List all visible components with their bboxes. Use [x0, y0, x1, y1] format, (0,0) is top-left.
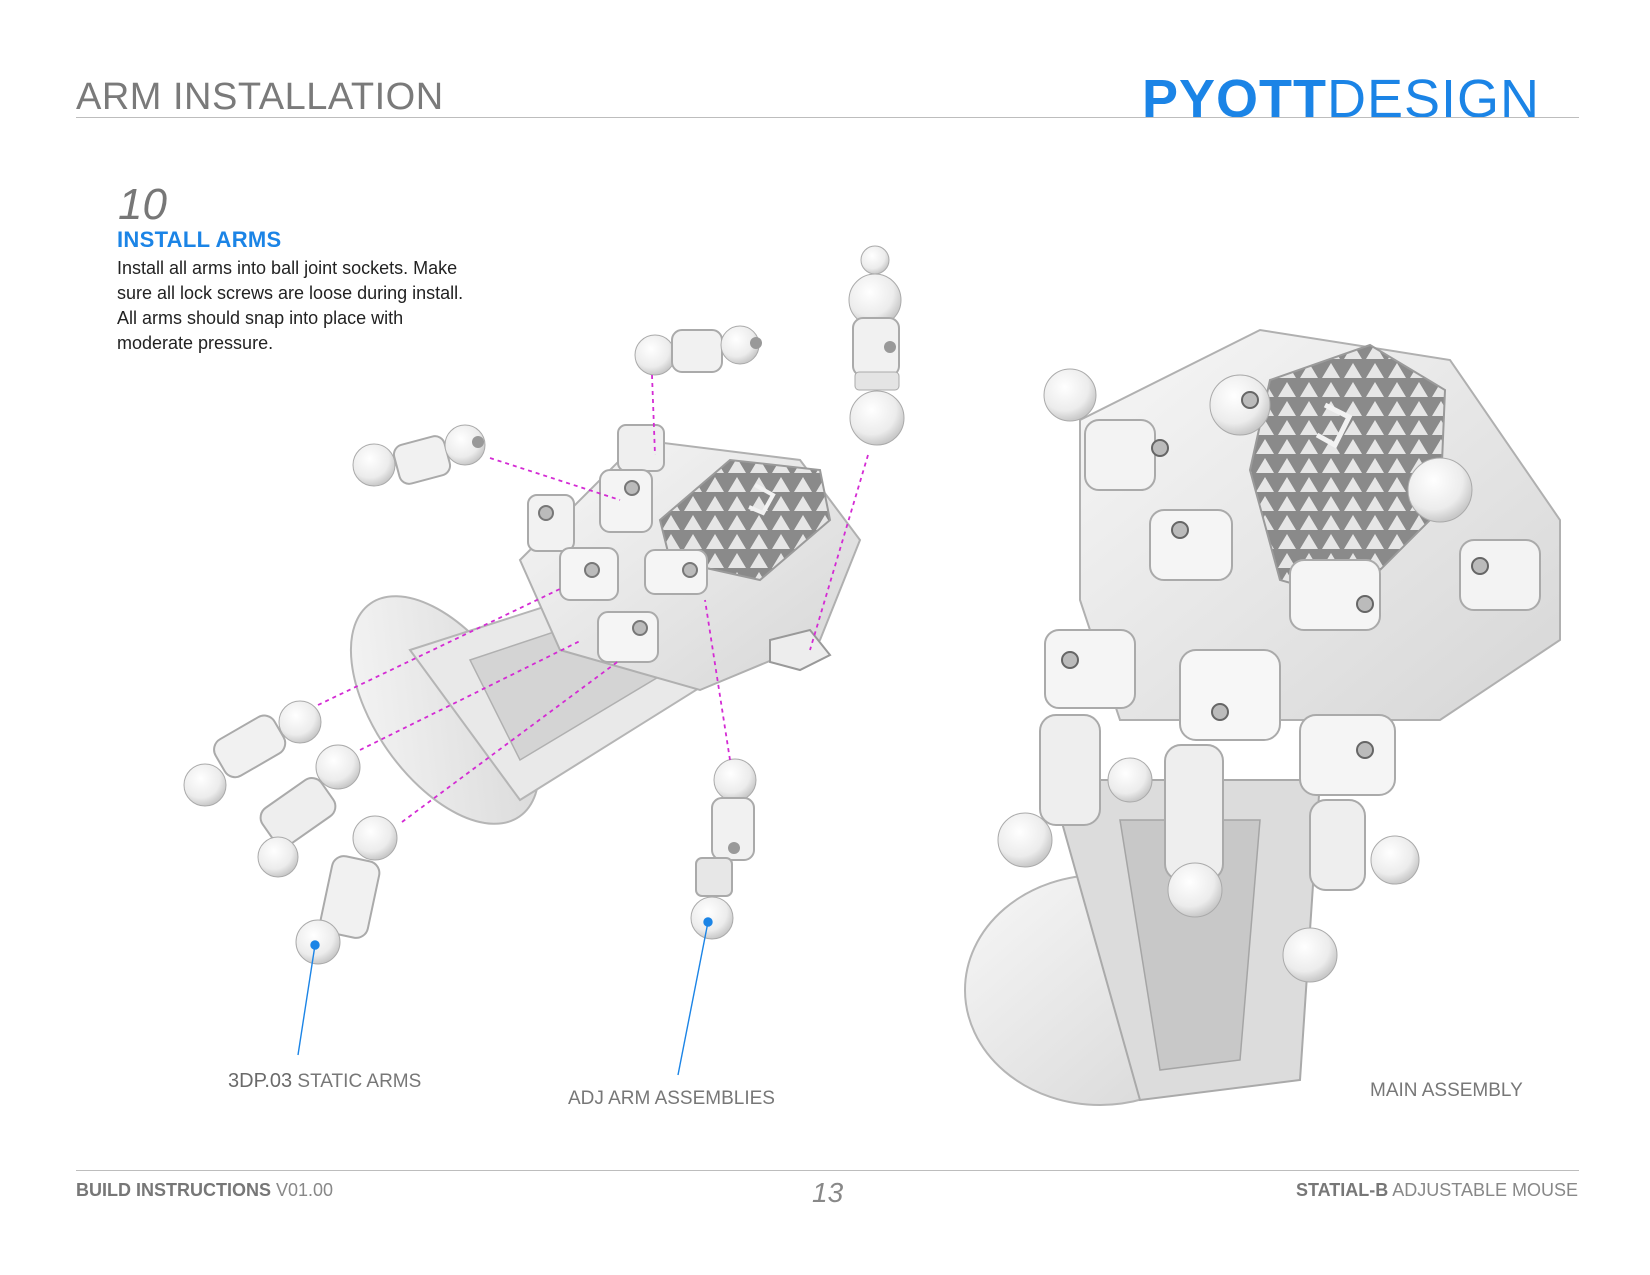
callout-static-arms-code: 3DP.03: [228, 1070, 293, 1092]
footer-document-title: BUILD INSTRUCTIONS V01.00: [76, 1180, 333, 1201]
callout-leader-lines: [297, 917, 713, 1076]
step-number: 10: [118, 180, 167, 229]
step-title: INSTALL ARMS: [117, 227, 282, 252]
footer-doc-name: BUILD INSTRUCTIONS: [76, 1180, 271, 1200]
footer-product-desc: ADJUSTABLE MOUSE: [1392, 1180, 1578, 1200]
callout-main-assembly: MAIN ASSEMBLY: [1370, 1080, 1523, 1101]
callout-adj-arm-assemblies: ADJ ARM ASSEMBLIES: [568, 1088, 775, 1109]
callout-static-arms: 3DP.03 STATIC ARMS: [228, 1070, 421, 1093]
footer-divider: [76, 1170, 1579, 1171]
brand-logo-bold: PYOTT: [1141, 69, 1327, 129]
step-description: Install all arms into ball joint sockets…: [117, 258, 464, 353]
brand-logo-light: DESIGN: [1326, 69, 1540, 129]
footer-doc-version: V01.00: [276, 1180, 334, 1200]
exploded-main-body: [349, 424, 862, 825]
footer-product-code: STATIAL-B: [1295, 1180, 1389, 1200]
page-title: ARM INSTALLATION: [76, 76, 444, 118]
page-number: 13: [812, 1177, 844, 1208]
exploded-arm-pieces: [183, 245, 905, 965]
main-assembly-render: [964, 328, 1561, 1106]
header-divider: [76, 117, 1579, 118]
assembly-guide-lines: [317, 374, 869, 823]
footer-product-name: STATIAL-B ADJUSTABLE MOUSE: [1296, 1180, 1578, 1201]
callout-static-arms-label: STATIC ARMS: [297, 1071, 422, 1092]
brand-logo: PYOTTDESIGN: [1142, 68, 1540, 130]
